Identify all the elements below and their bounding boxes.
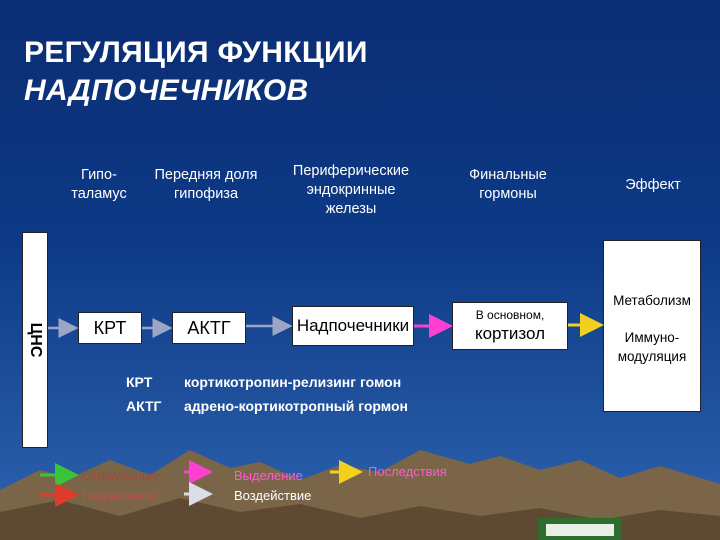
legend-label-influence: Воздействие <box>234 488 312 503</box>
krt-box: КРТ <box>78 312 142 344</box>
legend-label-secretion: Выделение <box>234 468 303 483</box>
header-final-hormones: Финальные гормоны <box>469 167 547 202</box>
title-line1: РЕГУЛЯЦИЯ ФУНКЦИИ <box>24 36 368 69</box>
adrenal-box: Надпочечники <box>292 306 414 346</box>
definition-aktg-abbr: АКТГ <box>126 398 162 414</box>
legend-label-consequences: Последствия <box>368 464 447 479</box>
cortisol-label: кортизол <box>474 324 546 343</box>
page-title: РЕГУЛЯЦИЯ ФУНКЦИИ НАДПОЧЕЧНИКОВ <box>24 34 368 110</box>
mountains-backdrop <box>0 450 720 540</box>
effect-immunomodulation: Иммуно- модуляция <box>617 330 687 364</box>
cortisol-box: В основном, кортизол <box>452 302 568 350</box>
header-hypothalamus: Гипо- таламус <box>71 167 127 202</box>
legend-label-stimulation: Стимуляция <box>82 468 157 483</box>
adrenal-label: Надпочечники <box>296 316 410 335</box>
definition-aktg-text: адрено-кортикотропный гормон <box>184 398 408 414</box>
definition-krt-text: кортикотропин-релизинг гомон <box>184 374 402 390</box>
header-effect: Эффект <box>625 177 681 193</box>
aktg-label: АКТГ <box>187 318 231 338</box>
aktg-box: АКТГ <box>172 312 246 344</box>
header-peripheral-glands: Периферические эндокринные железы <box>292 163 410 217</box>
header-pituitary: Передняя доля гипофиза <box>154 167 258 202</box>
title-line2: НАДПОЧЕЧНИКОВ <box>24 74 309 107</box>
effect-metabolism: Метаболизм <box>613 293 691 308</box>
krt-label: КРТ <box>93 318 127 338</box>
effect-box: Метаболизм Иммуно- модуляция <box>603 240 701 412</box>
definition-krt-abbr: КРТ <box>126 374 153 390</box>
legend-label-suppression: Подавление <box>82 488 157 503</box>
cortisol-small-label: В основном, <box>475 308 545 322</box>
cns-box: ЦНС <box>22 232 48 448</box>
